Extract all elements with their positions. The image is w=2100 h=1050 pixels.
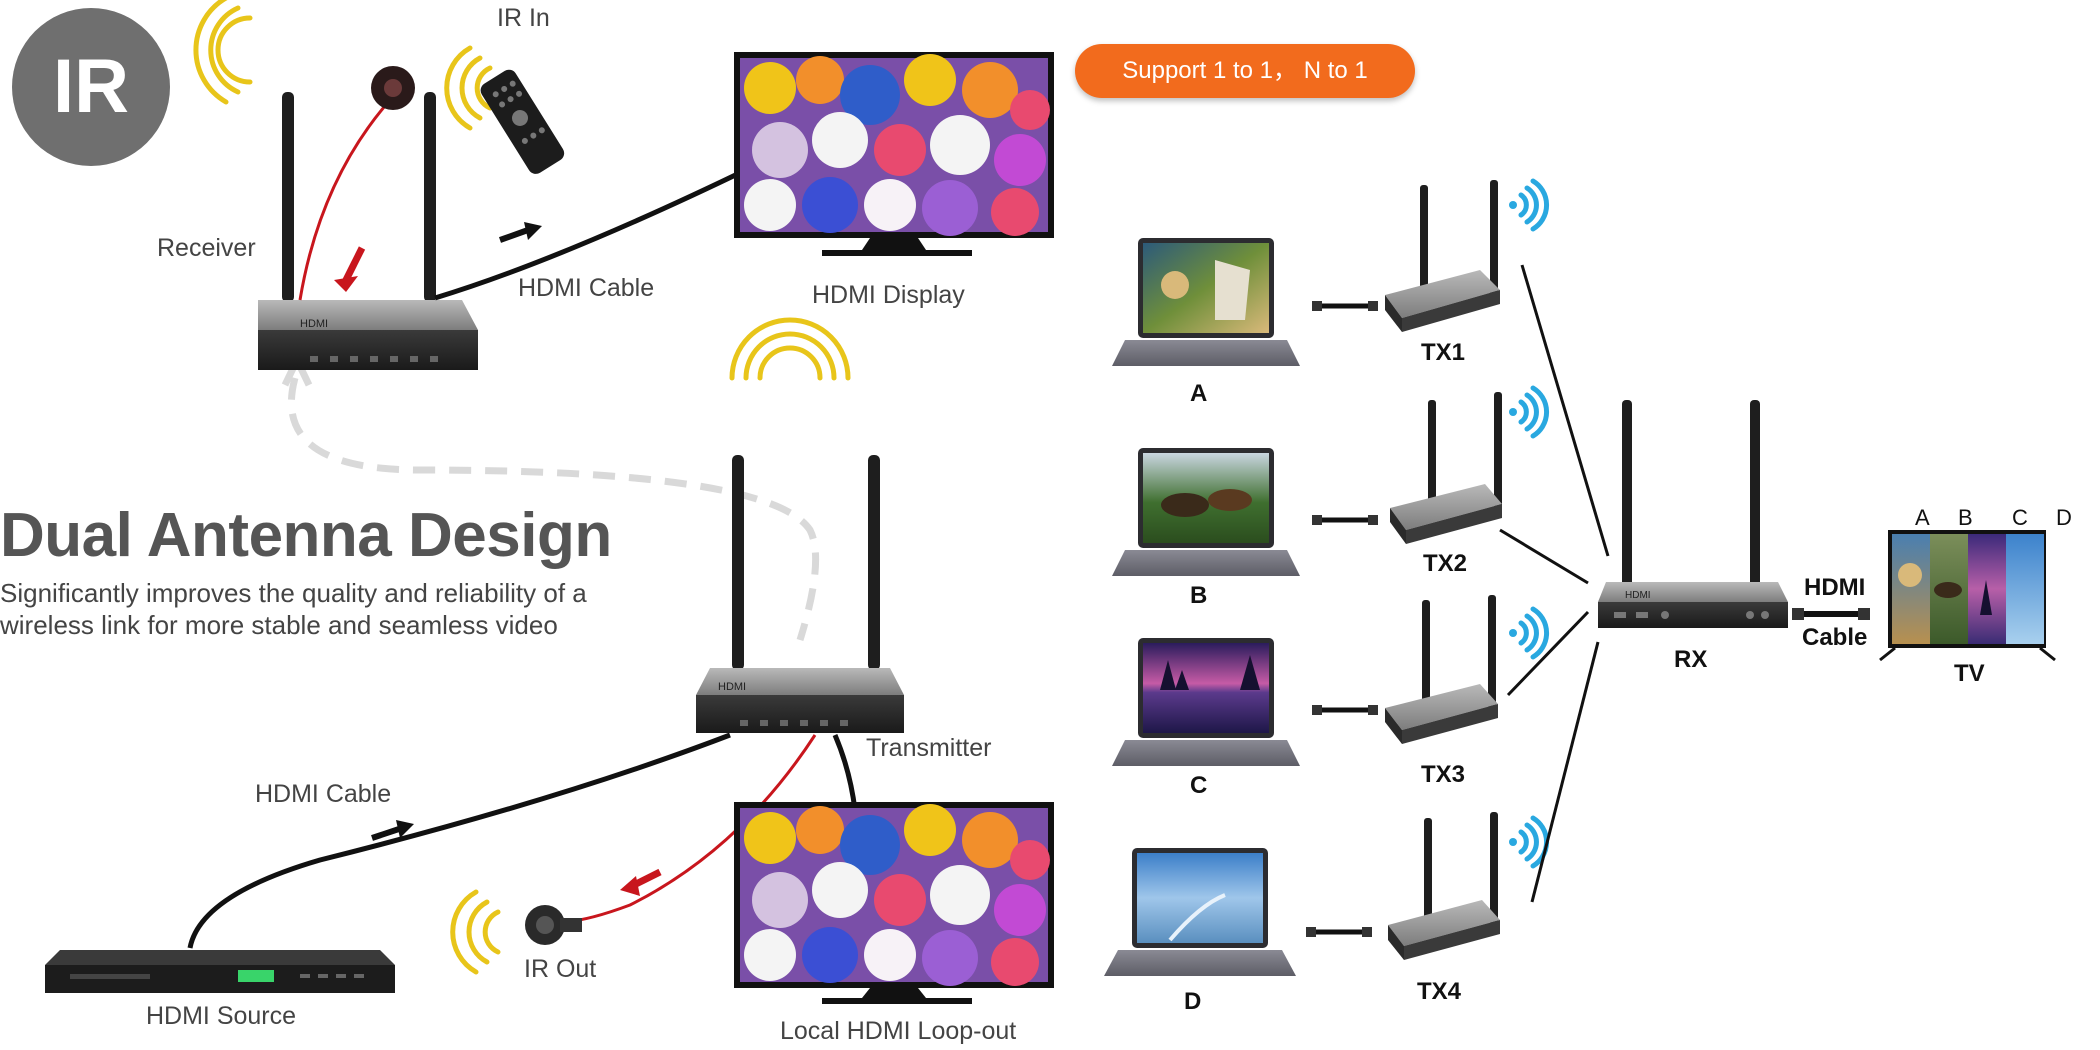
connection-lines (1499, 264, 1610, 903)
transmitter-device: HDMI (696, 455, 904, 733)
flower-image (744, 54, 1050, 236)
tx1-device (1385, 180, 1500, 332)
hdmi-cable-top (434, 165, 752, 301)
label-laptop-b: B (1190, 582, 1208, 609)
ir-badge: IR (12, 8, 170, 166)
signal-waves-icon (444, 45, 493, 131)
label-hdmi-cable-bottom: HDMI Cable (255, 780, 392, 808)
label-hdmi-link-1: HDMI (1804, 574, 1866, 601)
label-tx3: TX3 (1421, 761, 1466, 788)
label-tx1: TX1 (1421, 339, 1466, 366)
rx-device: HDMI (1598, 400, 1788, 628)
tx2-device (1390, 392, 1502, 544)
wifi-icon (1509, 178, 1550, 232)
label-tx4: TX4 (1417, 978, 1462, 1005)
flower-image (744, 804, 1050, 986)
headline-title: Dual Antenna Design (0, 501, 612, 570)
label-hdmi-link-2: Cable (1802, 624, 1868, 651)
label-ir-out: IR Out (524, 955, 597, 983)
remote-control (480, 69, 565, 174)
arrow-icon (334, 276, 358, 292)
label-ir-in: IR In (497, 4, 550, 32)
tv-segment-c: C (2012, 505, 2028, 530)
wireless-path (287, 377, 820, 642)
label-hdmi-display: HDMI Display (812, 281, 965, 309)
label-rx: RX (1674, 646, 1708, 673)
ir-in-sensor (298, 66, 415, 301)
headline-line1: Significantly improves the quality and r… (0, 578, 587, 608)
signal-waves-icon (729, 317, 851, 381)
label-laptop-c: C (1190, 772, 1208, 799)
svg-text:HDMI: HDMI (718, 681, 746, 693)
arrow-icon (620, 868, 662, 896)
loop-out-cable (832, 734, 858, 811)
arrow-right-icon (371, 820, 414, 841)
tv-segment-b: B (1958, 505, 1973, 530)
headline-line2: wireless link for more stable and seamle… (0, 610, 558, 640)
tv-display (1879, 530, 2056, 662)
label-receiver: Receiver (157, 234, 256, 262)
hdmi-cable-rx-tv (1792, 608, 1870, 620)
laptop-c (1112, 638, 1300, 766)
wifi-icon (1509, 385, 1550, 439)
ir-out-cable (564, 734, 817, 924)
wifi-icon (1509, 815, 1550, 869)
label-hdmi-source: HDMI Source (146, 1002, 297, 1030)
signal-waves-icon (193, 0, 253, 105)
label-laptop-d: D (1184, 988, 1202, 1015)
label-local-hdmi-loop-out: Local HDMI Loop-out (780, 1017, 1017, 1045)
arrow-right-icon (498, 222, 542, 243)
label-hdmi-cable-top: HDMI Cable (518, 274, 655, 302)
tv-segment-d: D (2056, 505, 2072, 530)
label-laptop-a: A (1190, 380, 1208, 407)
arrow-icon (341, 246, 366, 284)
laptop-d (1104, 848, 1296, 976)
label-transmitter: Transmitter (866, 734, 992, 762)
label-tv: TV (1954, 660, 1985, 687)
tv-segment-a: A (1915, 505, 1930, 530)
hdmi-display-top (734, 52, 1054, 256)
ir-out-sensor (525, 905, 582, 945)
hdmi-source-device (45, 950, 395, 993)
label-tx2: TX2 (1423, 550, 1468, 577)
signal-waves-icon (450, 889, 501, 975)
loop-out-display (734, 802, 1054, 1004)
svg-text:HDMI: HDMI (1625, 590, 1651, 601)
svg-text:HDMI: HDMI (300, 318, 328, 330)
hdmi-cable-bottom (187, 732, 731, 949)
tx3-device (1385, 595, 1498, 744)
receiver-device: HDMI (258, 92, 478, 370)
laptop-b (1112, 448, 1300, 576)
laptop-a (1112, 238, 1300, 366)
tx4-device (1388, 812, 1500, 960)
wifi-icon (1509, 606, 1550, 660)
support-connection-badge: Support 1 to 1， N to 1 Connection (1075, 44, 1415, 138)
